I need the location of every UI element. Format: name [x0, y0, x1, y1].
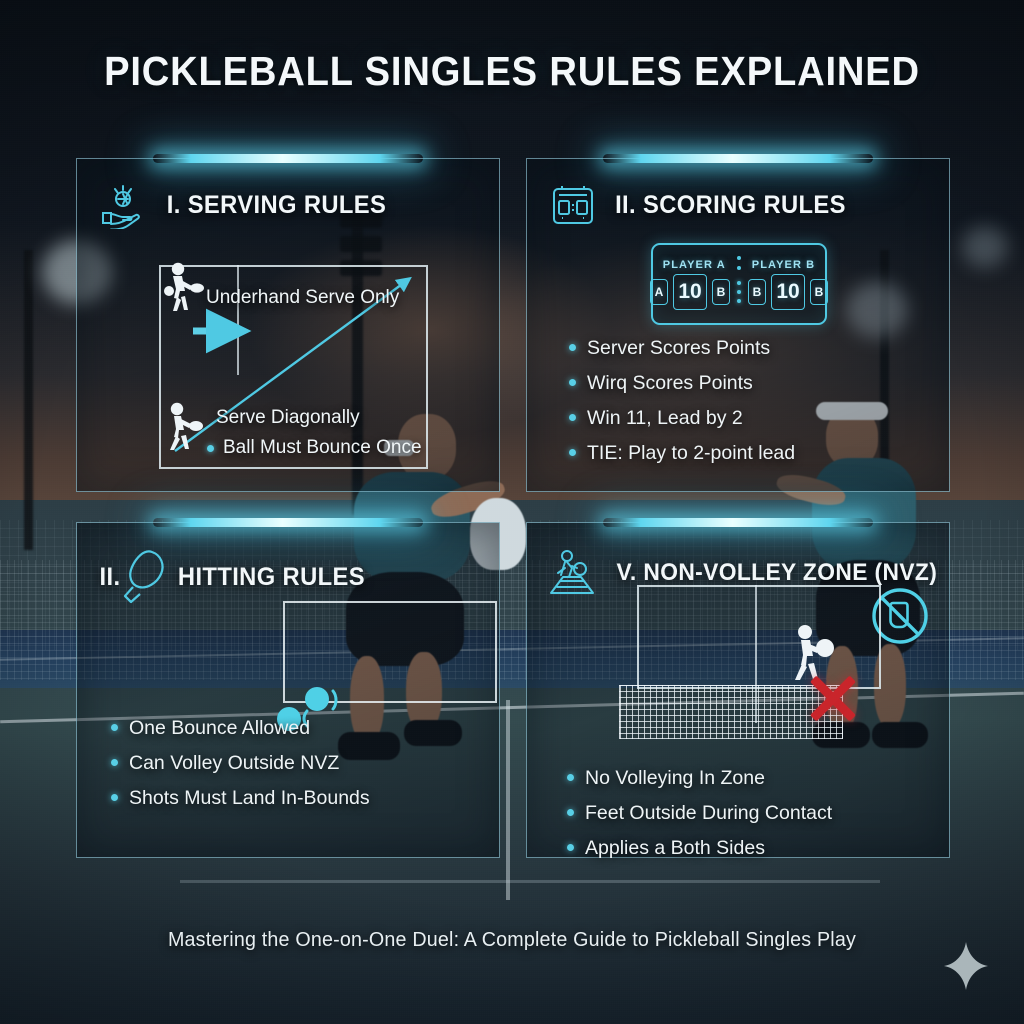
bullet-dot — [569, 344, 576, 351]
panel-scoring-title: II. SCORING RULES — [615, 190, 846, 219]
scoreboard-player-b-label: PLAYER B — [751, 258, 816, 271]
scoreboard-b-score: 10 — [771, 273, 805, 310]
serve-label-bounce: Ball Must Bounce Once — [207, 437, 422, 459]
list-item: Applies a Both Sides — [567, 837, 832, 860]
court-line-far — [180, 880, 880, 883]
no-volley-red-x — [805, 669, 861, 725]
server-figure-top-icon — [164, 262, 204, 311]
list-item: Win 11, Lead by 2 — [569, 407, 795, 430]
scoreboard-b-server-box: B — [810, 278, 828, 305]
hitting-court-outline — [283, 601, 497, 703]
panel-non-volley-zone: V. NON-VOLLEY ZONE (NVZ) — [526, 518, 950, 859]
scoreboard-a-server-box: A — [650, 278, 668, 305]
sparkle-icon — [944, 942, 988, 990]
bullet-dot — [567, 809, 574, 816]
bullet-dot — [111, 759, 118, 766]
nvz-player-figure-icon — [795, 625, 834, 680]
list-item: Server Scores Points — [569, 337, 795, 360]
list-item: Feet Outside During Contact — [567, 802, 832, 825]
serve-label-diagonal: Serve Diagonally — [216, 407, 360, 428]
bullet-dot — [207, 444, 214, 452]
panel-hitting-title: HITTING RULES — [177, 562, 365, 591]
panel-scoring-header: II. SCORING RULES — [549, 181, 852, 229]
paddle-icon — [123, 550, 164, 604]
serve-label-underhand: Underhand Serve Only — [206, 287, 400, 308]
lens-flare-corner — [962, 226, 1008, 268]
scoreboard-colon — [735, 280, 743, 303]
server-figure-bottom-icon — [170, 402, 203, 450]
nvz-diagram — [619, 585, 881, 745]
list-item-label: No Volleying In Zone — [585, 767, 765, 789]
serve-direction-arrows — [174, 276, 412, 452]
panel-serving-title: I. SERVING RULES — [166, 190, 387, 219]
list-item-label: Can Volley Outside NVZ — [129, 752, 340, 774]
list-item-label: Shots Must Land In-Bounds — [129, 787, 370, 809]
scoreboard-b-side-box: B — [748, 278, 766, 305]
serve-label-bounce-text: Ball Must Bounce Once — [223, 437, 422, 458]
serving-diagram: Underhand Serve Only Serve Diagonally Ba… — [159, 262, 428, 469]
bullet-dot — [569, 379, 576, 386]
panel-nvz-title: V. NON-VOLLEY ZONE (NVZ) — [616, 559, 938, 586]
bullet-dot — [567, 844, 574, 851]
panel-scoring-rules: II. SCORING RULES PLAYER A PLAYER B A 10… — [526, 154, 950, 492]
hitting-bullet-list: One Bounce Allowed Can Volley Outside NV… — [111, 717, 370, 822]
scoreboard-names: PLAYER A PLAYER B — [663, 259, 815, 271]
list-item-label: Wirq Scores Points — [587, 372, 753, 394]
bullet-dot — [111, 794, 118, 801]
scoreboard-values-row: A 10 B B 10 B — [650, 273, 828, 310]
panel-glow-bar — [153, 518, 423, 527]
scoreboard-icon — [553, 186, 593, 224]
panel-nvz-header: V. NON-VOLLEY ZONE (NVZ) — [545, 547, 946, 599]
list-item: Can Volley Outside NVZ — [111, 752, 370, 775]
list-item: Wirq Scores Points — [569, 372, 795, 395]
serve-court-outline — [159, 265, 428, 469]
panel-serving-header: I. SERVING RULES — [99, 181, 392, 229]
nvz-net-band — [619, 685, 843, 739]
panel-glow-bar — [603, 518, 873, 527]
scoreboard-a-score: 10 — [673, 273, 707, 310]
list-item-label: TIE: Play to 2-point lead — [587, 442, 796, 464]
panel-glow-bar — [153, 154, 423, 163]
nvz-zone-icon — [550, 550, 594, 594]
footer-tagline: Mastering the One-on-One Duel: A Complet… — [167, 928, 857, 951]
page-title: PICKLEBALL SINGLES RULES EXPLAINED — [104, 48, 920, 94]
list-item-label: Win 11, Lead by 2 — [587, 407, 743, 429]
panel-hitting-number: II. — [99, 562, 121, 591]
no-volley-prohibited-icon — [872, 588, 928, 644]
list-item: TIE: Play to 2-point lead — [569, 442, 795, 465]
list-item: No Volleying In Zone — [567, 767, 832, 790]
list-item: One Bounce Allowed — [111, 717, 370, 740]
nvz-bullet-list: No Volleying In Zone Feet Outside During… — [567, 767, 832, 872]
scoreboard-colon-tall — [737, 256, 741, 270]
list-item-label: Feet Outside During Contact — [585, 802, 833, 824]
light-pole-left — [24, 250, 33, 550]
panel-glow-bar — [603, 154, 873, 163]
bullet-dot — [569, 414, 576, 421]
panel-hitting-rules: II. HITTING RULES One — [76, 518, 500, 858]
bullet-dot — [111, 724, 118, 731]
bullet-dot — [567, 774, 574, 781]
list-item-label: One Bounce Allowed — [129, 717, 311, 739]
scoreboard-a-side-box: B — [712, 278, 730, 305]
nvz-court-center-line — [755, 585, 757, 723]
list-item-label: Server Scores Points — [587, 337, 771, 359]
list-item-label: Applies a Both Sides — [585, 837, 765, 859]
scoreboard-player-a-label: PLAYER A — [662, 258, 726, 271]
hand-toss-ball-icon — [102, 185, 140, 229]
panel-serving-rules: I. SERVING RULES — [76, 154, 500, 492]
bouncing-ball-icon — [277, 687, 338, 731]
panel-hitting-header: II. HITTING RULES — [99, 547, 370, 607]
bullet-dot — [569, 449, 576, 456]
scoring-bullet-list: Server Scores Points Wirq Scores Points … — [569, 337, 795, 477]
list-item: Shots Must Land In-Bounds — [111, 787, 370, 810]
scoreboard-widget: PLAYER A PLAYER B A 10 B B 10 B — [650, 243, 828, 325]
